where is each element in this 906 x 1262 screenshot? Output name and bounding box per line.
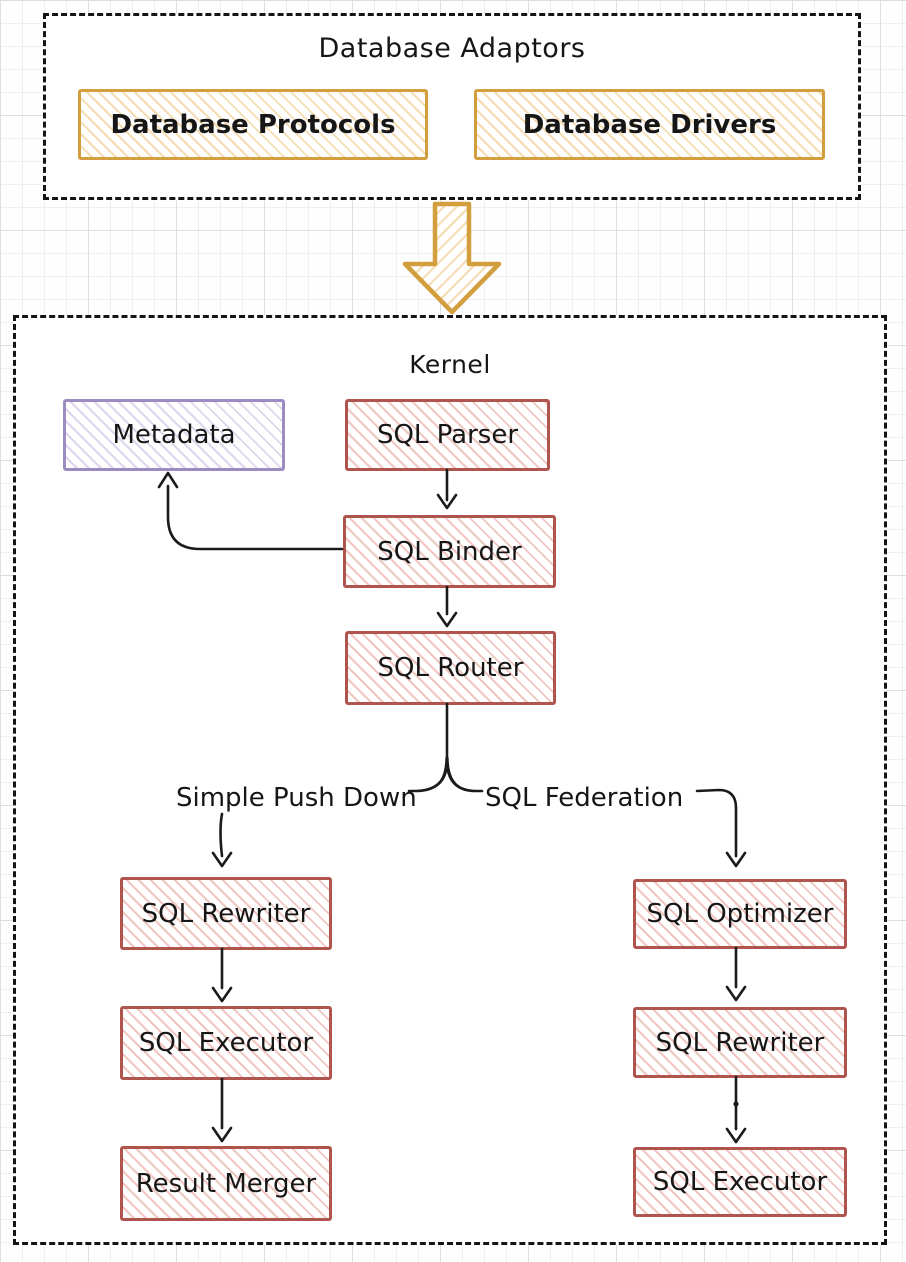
node-sql-executor-left-label: SQL Executor bbox=[138, 1028, 314, 1058]
node-sql-executor-right-label: SQL Executor bbox=[652, 1167, 828, 1197]
node-database-drivers-label: Database Drivers bbox=[522, 109, 777, 140]
node-sql-rewriter-left: SQL Rewriter bbox=[120, 877, 332, 950]
kernel-container: Kernel Metadata SQL Parser SQL Binder SQ… bbox=[13, 315, 887, 1245]
node-sql-binder-label: SQL Binder bbox=[377, 536, 522, 567]
node-sql-rewriter-right: SQL Rewriter bbox=[633, 1007, 847, 1078]
node-database-protocols: Database Protocols bbox=[78, 89, 428, 160]
big-down-arrow-icon bbox=[402, 201, 502, 315]
node-database-drivers: Database Drivers bbox=[474, 89, 825, 160]
node-result-merger: Result Merger bbox=[120, 1146, 332, 1221]
node-sql-rewriter-left-label: SQL Rewriter bbox=[141, 898, 311, 929]
node-database-protocols-label: Database Protocols bbox=[110, 109, 396, 140]
node-sql-executor-left: SQL Executor bbox=[120, 1006, 332, 1080]
node-result-merger-label: Result Merger bbox=[135, 1168, 317, 1199]
node-sql-executor-right: SQL Executor bbox=[633, 1147, 847, 1217]
node-sql-router-label: SQL Router bbox=[377, 653, 524, 683]
node-metadata-label: Metadata bbox=[112, 420, 236, 450]
branch-label-sql-federation: SQL Federation bbox=[485, 783, 684, 813]
node-metadata: Metadata bbox=[63, 399, 285, 471]
node-sql-rewriter-right-label: SQL Rewriter bbox=[655, 1027, 825, 1058]
node-sql-parser-label: SQL Parser bbox=[376, 420, 519, 450]
database-adaptors-container: Database Adaptors Database Protocols Dat… bbox=[43, 13, 861, 200]
branch-label-simple-push-down: Simple Push Down bbox=[176, 783, 417, 813]
node-sql-optimizer-label: SQL Optimizer bbox=[646, 899, 834, 929]
kernel-title: Kernel bbox=[409, 350, 491, 379]
database-adaptors-title: Database Adaptors bbox=[318, 33, 586, 64]
node-sql-parser: SQL Parser bbox=[345, 399, 550, 471]
node-sql-router: SQL Router bbox=[345, 631, 556, 705]
node-sql-optimizer: SQL Optimizer bbox=[633, 879, 847, 949]
node-sql-binder: SQL Binder bbox=[343, 515, 556, 588]
